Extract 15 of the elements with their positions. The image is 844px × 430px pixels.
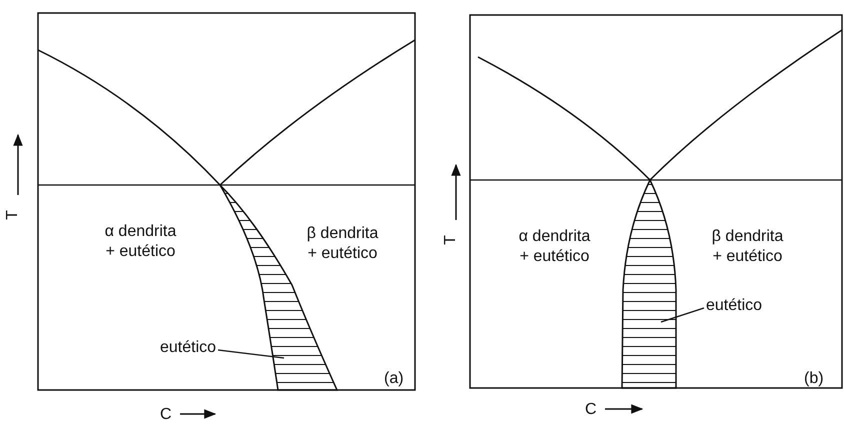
axis-label: T [440, 235, 460, 245]
region-label: eutético [706, 296, 762, 316]
panel-label: (b) [804, 369, 824, 389]
leader-line [218, 349, 284, 359]
phase-label: α dendrita + eutético [518, 227, 592, 267]
phase-label: α dendrita + eutético [104, 222, 178, 262]
phase-label: β dendrita + eutético [710, 227, 784, 267]
region-label: eutético [160, 338, 216, 358]
phase-label: β dendrita + eutético [306, 224, 380, 264]
axis-label: C [160, 405, 172, 425]
panel-label: (a) [384, 369, 404, 389]
leader-line [660, 307, 704, 323]
hatched-region [621, 179, 677, 389]
axis-label: C [585, 400, 597, 420]
axis-label: T [2, 210, 22, 220]
